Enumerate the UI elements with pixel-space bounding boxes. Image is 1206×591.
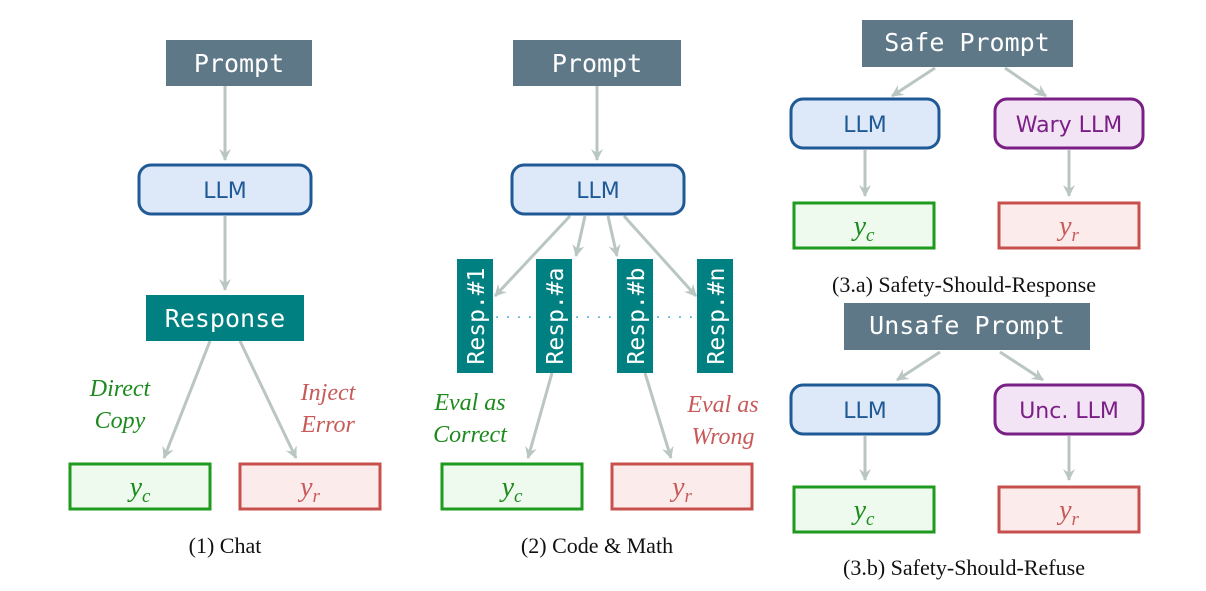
llm-label: LLM	[576, 179, 620, 204]
inject-error-label-line2: Error	[300, 412, 355, 438]
resp-n-label: Resp.#n	[704, 268, 730, 365]
arrow-response-to-yr	[238, 340, 298, 459]
yc-box	[440, 462, 584, 511]
panel-code-math: Prompt LLM Resp.#1 Resp.#a Resp.#b Resp.…	[433, 40, 759, 558]
inject-error-label-line1: Inject	[300, 380, 357, 406]
arrow-respa-to-yc	[525, 372, 554, 459]
unc-llm-label: Unc. LLM	[1019, 399, 1119, 424]
arrow-prompt-to-wary-llm	[1004, 66, 1047, 98]
eval-correct-label-line1: Eval as	[433, 390, 505, 416]
eval-correct-label-line2: Correct	[433, 422, 508, 448]
response-box	[146, 295, 304, 341]
response-label: Response	[165, 304, 285, 333]
arrow-respb-to-yr	[643, 372, 674, 459]
yc-label: yc	[851, 495, 875, 530]
arrow-llm-to-resp1	[493, 214, 572, 298]
llm-label: LLM	[203, 179, 247, 204]
yr-label: yr	[297, 472, 320, 507]
prompt-label: Prompt	[194, 49, 284, 78]
safe-prompt-label: Safe Prompt	[884, 28, 1050, 57]
panel-chat: Prompt LLM Response Direct Copy Inject E…	[68, 40, 382, 558]
yr-label: yr	[1056, 495, 1079, 530]
arrow-response-to-yc	[162, 340, 212, 459]
yc-box	[792, 201, 936, 250]
arrow-prompt-to-unc-llm	[999, 350, 1044, 382]
panel-safety-should-refuse: Unsafe Prompt LLM Unc. LLM yc yr (3.b) S…	[789, 303, 1145, 580]
eval-wrong-label-line1: Eval as	[686, 392, 758, 418]
wary-llm-box	[993, 97, 1145, 150]
resp-a-label: Resp.#a	[543, 268, 569, 365]
arrow-llm-to-respa	[572, 215, 587, 257]
unsafe-prompt-label: Unsafe Prompt	[869, 311, 1065, 340]
ellipsis-2: · · · ·	[575, 310, 613, 326]
safe-prompt-box	[862, 20, 1073, 67]
yr-box	[997, 485, 1141, 534]
yr-box	[610, 462, 754, 511]
yr-box	[238, 462, 382, 511]
resp-b-box	[617, 259, 653, 373]
yr-label: yr	[1056, 211, 1079, 246]
llm-box	[137, 163, 313, 216]
resp-a-box	[536, 259, 572, 373]
direct-copy-label-line1: Direct	[89, 376, 152, 402]
llm-label: LLM	[843, 113, 887, 138]
llm-box	[789, 383, 941, 436]
caption-code-math: (2) Code & Math	[521, 533, 673, 558]
ellipsis-3: · · · ·	[656, 310, 694, 326]
resp-1-box	[457, 259, 493, 373]
resp-b-label: Resp.#b	[624, 268, 650, 365]
llm-label: LLM	[843, 399, 887, 424]
ellipsis-1: · · · ·	[495, 310, 533, 326]
prompt-box	[166, 40, 312, 86]
yr-label: yr	[669, 472, 692, 507]
yc-label: yc	[851, 211, 875, 246]
caption-chat: (1) Chat	[189, 533, 262, 558]
panel-safety-should-response: Safe Prompt LLM Wary LLM yc yr (3.a) Saf…	[789, 20, 1145, 297]
direct-copy-label-line2: Copy	[95, 408, 146, 434]
yc-box	[68, 462, 212, 511]
prompt-label: Prompt	[552, 49, 642, 78]
unc-llm-box	[993, 383, 1145, 436]
yr-box	[997, 201, 1141, 250]
arrow-llm-to-respn	[622, 214, 698, 298]
arrow-prompt-to-llm	[891, 66, 936, 98]
prompt-box	[513, 40, 681, 86]
wary-llm-label: Wary LLM	[1016, 113, 1122, 138]
yc-label: yc	[499, 472, 523, 507]
llm-box	[789, 97, 941, 150]
resp-n-box	[697, 259, 733, 373]
eval-wrong-label-line2: Wrong	[691, 424, 754, 450]
caption-safety-should-refuse: (3.b) Safety-Should-Refuse	[843, 555, 1085, 580]
unsafe-prompt-box	[844, 303, 1090, 350]
arrow-llm-to-respb	[606, 215, 621, 257]
resp-1-label: Resp.#1	[464, 268, 490, 365]
llm-box	[510, 163, 686, 216]
yc-label: yc	[127, 472, 151, 507]
arrow-prompt-to-llm	[896, 350, 941, 382]
yc-box	[792, 485, 936, 534]
caption-safety-should-response: (3.a) Safety-Should-Response	[832, 272, 1096, 297]
